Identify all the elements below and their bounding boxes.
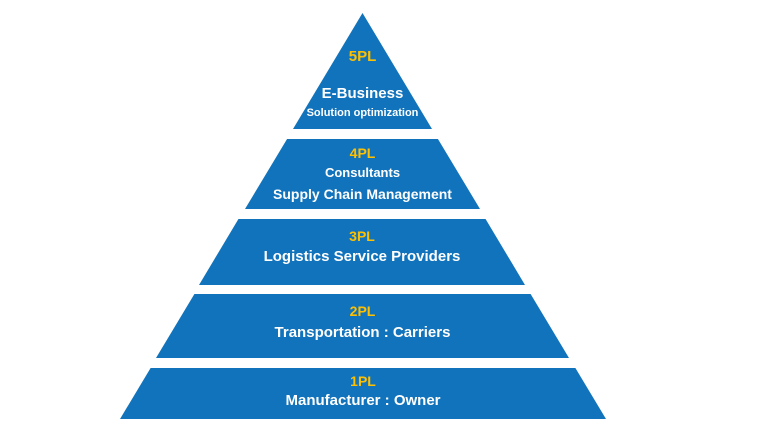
tier-1pl-level-label: 1PL bbox=[350, 372, 376, 389]
tier-2pl-line-1: Transportation : Carriers bbox=[274, 323, 451, 341]
tier-4pl-level-label: 4PL bbox=[349, 144, 376, 161]
tier-1pl-line-1: Manufacturer : Owner bbox=[285, 392, 441, 410]
pyramid-tier-1pl: 1PL Manufacturer : Owner bbox=[120, 368, 606, 419]
tier-5pl-level-label: 5PL bbox=[348, 47, 377, 65]
tier-4pl-line-1: Consultants bbox=[324, 165, 401, 181]
tier-3pl-level-label: 3PL bbox=[349, 227, 375, 244]
tier-2pl-level-label: 2PL bbox=[349, 303, 376, 320]
tier-5pl-line-1: E-Business bbox=[321, 85, 404, 103]
tier-5pl-line-2: Solution optimization bbox=[306, 107, 419, 120]
pyramid-tier-3pl: 3PL Logistics Service Providers bbox=[199, 219, 525, 285]
tier-3pl-line-1: Logistics Service Providers bbox=[263, 248, 461, 266]
pyramid-tier-4pl: 4PL Consultants Supply Chain Management bbox=[245, 139, 480, 209]
pyramid-tier-5pl: 5PL E-Business Solution optimization bbox=[293, 13, 432, 129]
tier-4pl-line-2: Supply Chain Management bbox=[273, 186, 452, 203]
pyramid-tier-2pl: 2PL Transportation : Carriers bbox=[156, 294, 569, 358]
